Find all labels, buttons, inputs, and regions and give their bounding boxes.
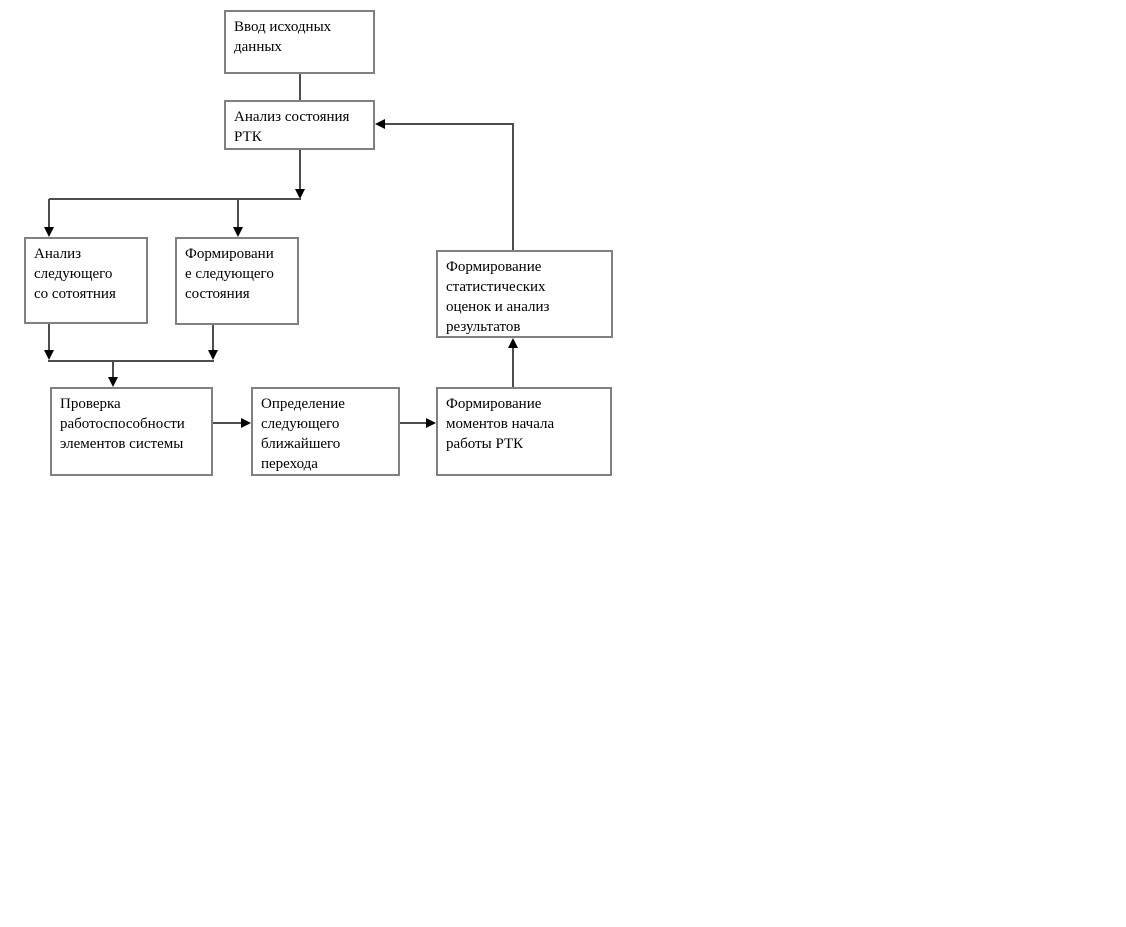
node-start-moments-formation: Формирование моментов начала работы РТК xyxy=(436,387,612,476)
connector-next-state-formation-to-merge xyxy=(212,325,214,351)
connector-split-to-next-state-analysis xyxy=(48,199,50,227)
node-state-analysis: Анализ состояния РТК xyxy=(224,100,375,150)
connector-stats-feedback-vertical xyxy=(512,124,514,250)
arrow-up-icon xyxy=(508,338,518,348)
arrow-right-icon xyxy=(426,418,436,428)
node-next-state-formation: Формировани е следующего состояния xyxy=(175,237,299,325)
arrow-down-icon xyxy=(44,350,54,360)
arrow-down-icon xyxy=(295,189,305,199)
connector-stats-feedback-horizontal xyxy=(385,123,514,125)
connector-transition-to-start-moments xyxy=(400,422,426,424)
node-transition-determination: Определение следующего ближайшего перехо… xyxy=(251,387,400,476)
node-next-state-analysis: Анализ следующего со сотоятния xyxy=(24,237,148,324)
arrow-down-icon xyxy=(108,377,118,387)
arrow-down-icon xyxy=(208,350,218,360)
connector-input-to-analysis xyxy=(299,74,301,100)
connector-split-to-next-state-formation xyxy=(237,199,239,227)
node-input-data: Ввод исходных данных xyxy=(224,10,375,74)
arrow-down-icon xyxy=(44,227,54,237)
node-stats-formation: Формирование статистических оценок и ана… xyxy=(436,250,613,338)
connector-merge-to-operability-check xyxy=(112,361,114,378)
connector-operability-to-transition xyxy=(213,422,241,424)
connector-start-moments-to-stats xyxy=(512,348,514,387)
connector-split-line xyxy=(49,198,301,200)
arrow-down-icon xyxy=(233,227,243,237)
connector-next-state-analysis-to-merge xyxy=(48,324,50,351)
connector-analysis-to-split xyxy=(299,150,301,190)
arrow-left-icon xyxy=(375,119,385,129)
connector-merge-line xyxy=(48,360,214,362)
node-operability-check: Проверка работоспособности элементов сис… xyxy=(50,387,213,476)
arrow-right-icon xyxy=(241,418,251,428)
